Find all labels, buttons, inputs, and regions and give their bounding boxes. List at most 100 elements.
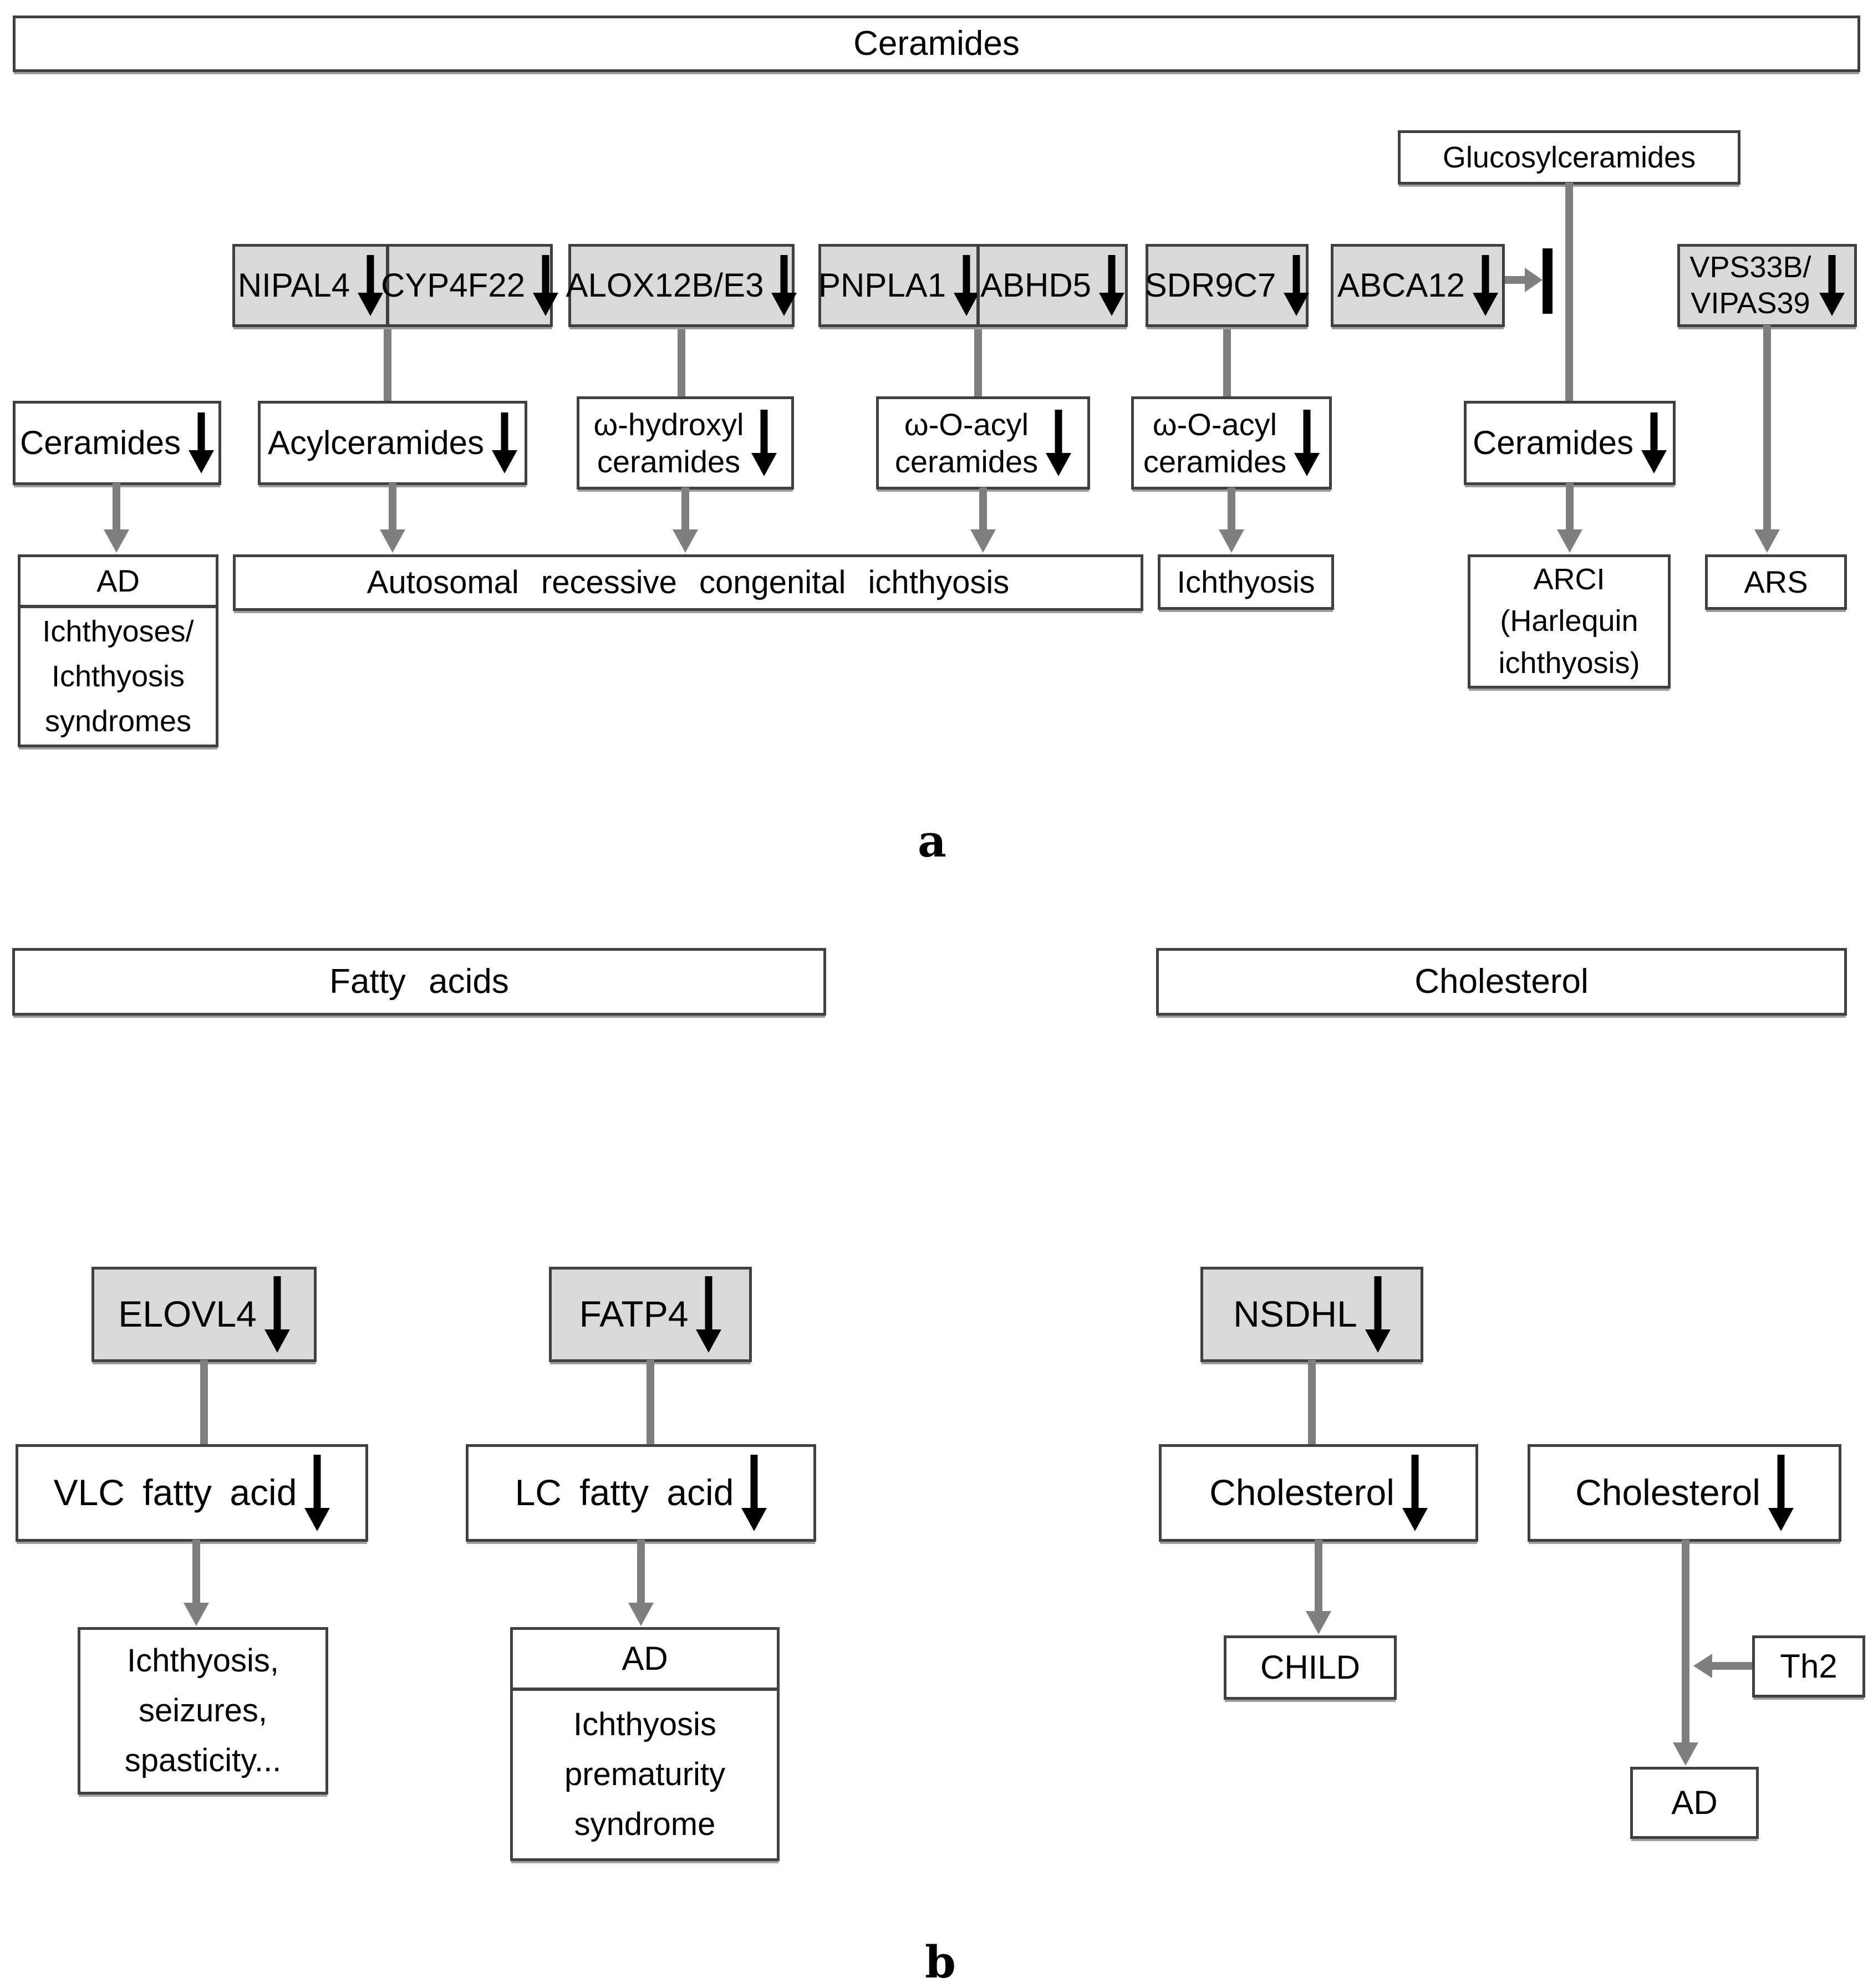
ichthyosis-label: Ichthyosis bbox=[1177, 564, 1315, 600]
arrow-omega-o-acyl2-to-ichthyosis-head bbox=[1219, 529, 1244, 553]
arrow-ceramides-to-ad-line bbox=[113, 483, 120, 531]
down-arrow-icon bbox=[1099, 255, 1124, 316]
sdr9c7-label: SDR9C7 bbox=[1144, 267, 1276, 304]
arci-line1: ARCI bbox=[1533, 562, 1605, 596]
arrow-omega-hydroxyl-to-arci-line bbox=[681, 487, 689, 531]
omega-o-acyl-line1: ω-O-acyl bbox=[904, 406, 1029, 442]
cyp4f22-gene-box: CYP4F22 bbox=[381, 244, 553, 327]
down-arrow-icon bbox=[1046, 410, 1071, 476]
connector-pnpla1-abhd5-to-omega-o-acyl bbox=[974, 325, 982, 403]
down-arrow-icon bbox=[1641, 412, 1667, 473]
pnpla1-gene-box: PNPLA1 bbox=[818, 244, 979, 327]
panel-a-label: a bbox=[918, 815, 946, 867]
vps33b-vipas39-gene-box: VPS33B/ VIPAS39 bbox=[1677, 244, 1857, 327]
arrow-ceramides-to-harlequin-line bbox=[1566, 483, 1574, 531]
omega-o-acyl-ceramides-box-1: ω-O-acyl ceramides bbox=[876, 396, 1090, 490]
vps33b-line1: VPS33B/ bbox=[1689, 251, 1811, 284]
cholesterol-right-box: Cholesterol bbox=[1528, 1444, 1841, 1542]
acylceramides-label: Acylceramides bbox=[267, 424, 485, 461]
ad-outcome-box-b: AD bbox=[510, 1627, 780, 1690]
nipal4-label: NIPAL4 bbox=[237, 267, 350, 304]
abca12-inhibition-arrow-line bbox=[1504, 276, 1526, 284]
down-arrow-icon bbox=[189, 412, 214, 473]
th2-arrowhead bbox=[1693, 1654, 1712, 1678]
ichthyoses-syndromes-box: Ichthyoses/ Ichthyosis syndromes bbox=[18, 605, 218, 747]
arrow-lc-to-ad-head bbox=[628, 1603, 654, 1626]
ars-outcome-box: ARS bbox=[1705, 554, 1847, 610]
lc-fatty-acid-box: LC fatty acid bbox=[466, 1444, 816, 1542]
omega-hydroxyl-line2: ceramides bbox=[597, 444, 741, 479]
ichthyosis-seizures-box: Ichthyosis, seizures, spasticity... bbox=[78, 1627, 328, 1795]
down-arrow-icon bbox=[751, 410, 777, 476]
ceramides-right-box: Ceramides bbox=[1464, 401, 1676, 485]
ars-label: ARS bbox=[1744, 564, 1808, 600]
cholesterol-right-label: Cholesterol bbox=[1575, 1472, 1760, 1513]
th2-box: Th2 bbox=[1752, 1635, 1865, 1698]
arrow-vlc-to-ichthyosis-line bbox=[192, 1540, 200, 1604]
nsdhl-label: NSDHL bbox=[1233, 1293, 1357, 1335]
inhibition-bar-icon bbox=[1543, 248, 1553, 314]
arci-wide-label: Autosomal recessive congenital ichthyosi… bbox=[367, 564, 1010, 601]
arrow-cholesterol-to-ad-head bbox=[1673, 1742, 1698, 1766]
arrow-ceramides-to-ad-head bbox=[104, 529, 129, 553]
connector-nipal4-cyp4f22-to-acylceramides bbox=[384, 325, 391, 403]
fatty-acids-title-box: Fatty acids bbox=[12, 948, 826, 1016]
omega-o-acyl-ceramides-label: ω-O-acyl ceramides bbox=[895, 406, 1038, 480]
cholesterol-left-label: Cholesterol bbox=[1209, 1472, 1394, 1513]
ad-outcome-box: AD bbox=[18, 554, 218, 608]
ad-bottom-label: AD bbox=[1671, 1784, 1718, 1821]
ceramides-right-label: Ceramides bbox=[1472, 424, 1634, 461]
pnpla1-label: PNPLA1 bbox=[818, 267, 946, 304]
ad-label-b: AD bbox=[622, 1640, 668, 1677]
ichthyoses-line2: Ichthyosis bbox=[51, 659, 185, 693]
down-arrow-icon bbox=[358, 255, 383, 316]
ichthyosis-prematurity-syndrome-box: Ichthyosis prematurity syndrome bbox=[510, 1688, 780, 1861]
arci-line3: ichthyosis) bbox=[1498, 646, 1640, 680]
ad-bottom-outcome-box: AD bbox=[1630, 1767, 1759, 1839]
abhd5-label: ABHD5 bbox=[980, 267, 1092, 304]
arrow-omega-hydroxyl-to-arci-head bbox=[673, 529, 698, 553]
abca12-inhibition-arrowhead bbox=[1525, 268, 1543, 292]
fatp4-label: FATP4 bbox=[579, 1293, 689, 1335]
down-arrow-icon bbox=[741, 1455, 767, 1531]
ichthyoses-line3: syndromes bbox=[44, 704, 192, 738]
ceramides-left-box: Ceramides bbox=[13, 401, 221, 485]
elovl4-gene-box: ELOVL4 bbox=[91, 1267, 317, 1362]
ceramides-title-label: Ceramides bbox=[853, 24, 1020, 63]
arci-wide-outcome-box: Autosomal recessive congenital ichthyosi… bbox=[233, 554, 1143, 611]
sdr9c7-gene-box: SDR9C7 bbox=[1144, 244, 1309, 327]
th2-label: Th2 bbox=[1780, 1648, 1838, 1685]
arci-line2: (Harlequin bbox=[1500, 604, 1638, 638]
arrow-cholesterol-to-child-line bbox=[1315, 1540, 1322, 1612]
arci-harlequin-label: ARCI (Harlequin ichthyosis) bbox=[1498, 559, 1640, 685]
down-arrow-icon bbox=[696, 1276, 721, 1353]
lc-fatty-acid-label: LC fatty acid bbox=[515, 1472, 734, 1513]
arci-harlequin-box: ARCI (Harlequin ichthyosis) bbox=[1468, 554, 1671, 689]
arrow-vps33b-to-ars-head bbox=[1754, 529, 1780, 553]
cholesterol-title-box: Cholesterol bbox=[1156, 948, 1847, 1016]
down-arrow-icon bbox=[304, 1455, 330, 1531]
elovl4-label: ELOVL4 bbox=[118, 1293, 257, 1335]
ichthyosis-seizures-label: Ichthyosis, seizures, spasticity... bbox=[125, 1636, 282, 1786]
child-label: CHILD bbox=[1260, 1649, 1361, 1686]
ichthyosis-prematurity-syndrome-label: Ichthyosis prematurity syndrome bbox=[564, 1700, 725, 1849]
fatty-acids-title-label: Fatty acids bbox=[329, 962, 509, 1001]
arrow-omega-o-acyl1-to-arci-head bbox=[970, 529, 996, 553]
acylceramides-box: Acylceramides bbox=[258, 401, 527, 485]
down-arrow-icon bbox=[954, 255, 979, 316]
down-arrow-icon bbox=[1402, 1455, 1428, 1531]
ichthyosis-outcome-box: Ichthyosis bbox=[1158, 554, 1334, 610]
down-arrow-icon bbox=[1473, 255, 1498, 316]
down-arrow-icon bbox=[492, 412, 517, 473]
omega-hydroxyl-ceramides-box: ω-hydroxyl ceramides bbox=[577, 396, 794, 490]
ichthyosis-seizures-line2: seizures, bbox=[138, 1693, 268, 1729]
connector-glucosylceramides-to-ceramides bbox=[1565, 182, 1573, 404]
ichthyoses-line1: Ichthyoses/ bbox=[42, 614, 194, 648]
ichthyosis-seizures-line1: Ichthyosis, bbox=[127, 1643, 279, 1679]
ips-line3: syndrome bbox=[574, 1806, 716, 1842]
ichthyosis-seizures-line3: spasticity... bbox=[124, 1742, 282, 1778]
down-arrow-icon bbox=[533, 255, 558, 316]
down-arrow-icon bbox=[1365, 1276, 1391, 1353]
omega-o-acyl-ceramides-label: ω-O-acyl ceramides bbox=[1143, 406, 1286, 480]
